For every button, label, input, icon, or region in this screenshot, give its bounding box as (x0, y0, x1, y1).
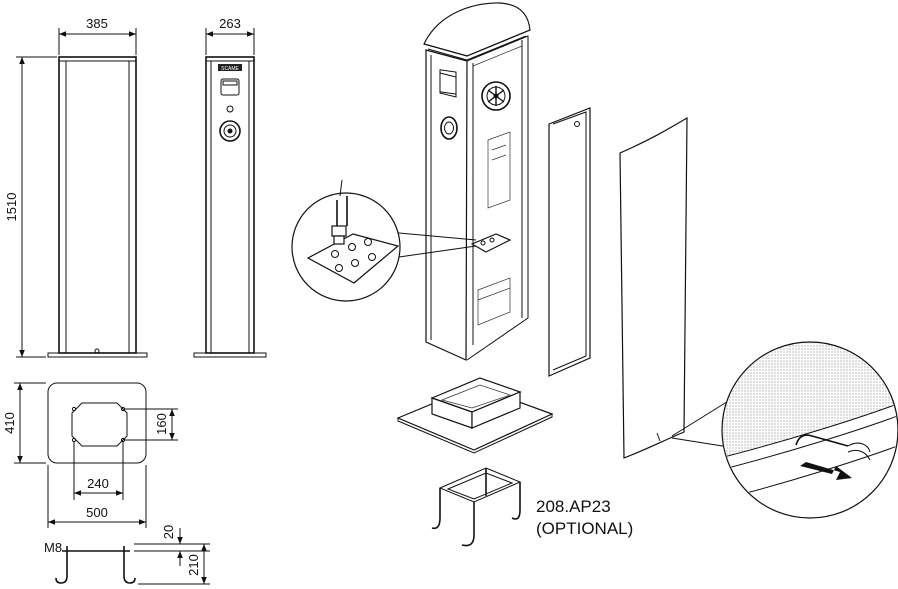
dim-hole-spacing-x: 240 (87, 476, 109, 491)
anchor-thread: M8 (44, 540, 62, 555)
dim-height: 1510 (4, 193, 19, 222)
brand-logo (218, 64, 242, 71)
base-plate-plan: 410 160 240 500 (2, 382, 178, 528)
display-icon (220, 78, 240, 96)
socket-icon (219, 120, 241, 142)
status-led-icon (226, 105, 234, 113)
dim-base-depth: 410 (2, 412, 17, 434)
accessory-note: (OPTIONAL) (536, 519, 633, 538)
lock-detail (671, 341, 898, 519)
dim-front-width: 385 (86, 16, 108, 31)
back-panel (619, 116, 688, 459)
detail-callout (291, 179, 477, 302)
dim-hole-spacing-y: 160 (154, 413, 169, 435)
anchor-cage: 208.AP23 (OPTIONAL) (431, 467, 633, 547)
dim-side-depth: 263 (219, 16, 241, 31)
side-view: SCAME 263 (193, 16, 267, 358)
side-panel (548, 107, 591, 377)
front-view: 385 1510 (4, 16, 148, 358)
column-isometric (423, 2, 531, 361)
accessory-code: 208.AP23 (536, 497, 611, 516)
dim-anchor-top: 20 (161, 525, 176, 539)
dim-base-width: 500 (86, 505, 108, 520)
dim-anchor-depth: 210 (186, 554, 201, 576)
base-platform (396, 377, 554, 454)
brand-logo-text: SCAME (221, 66, 239, 72)
iso-display-icon (439, 72, 457, 98)
fan-icon (481, 81, 511, 111)
anchor-bolts-view: M8 20 210 (44, 525, 210, 585)
iso-socket-icon (440, 116, 458, 140)
